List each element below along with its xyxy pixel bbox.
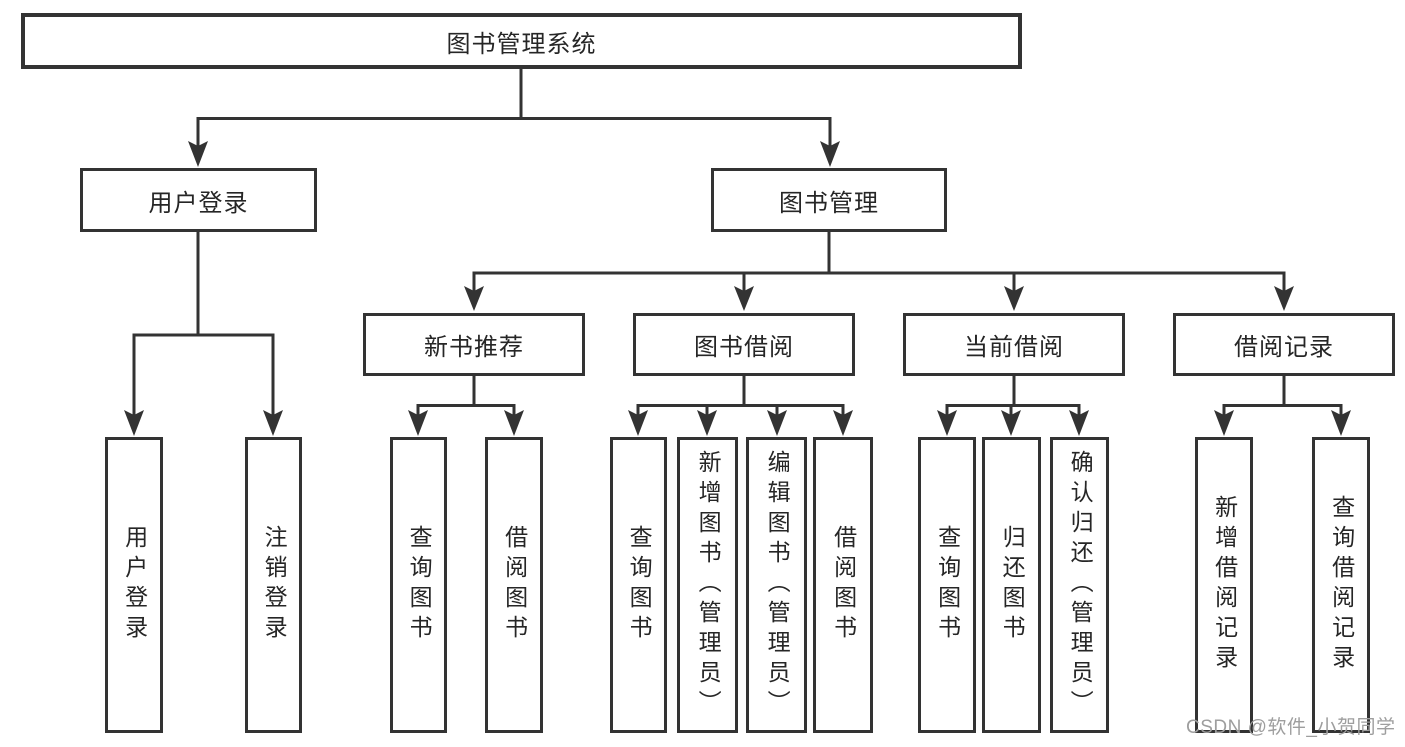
leaf-borrow-books-label: 借阅图书 [830,525,857,645]
leaf-confirm-return-admin: 确认归还（管理员） [1050,437,1109,733]
leaf-add-borrow-record: 新增借阅记录 [1195,437,1253,733]
node-book-borrow-label: 图书借阅 [694,334,794,361]
leaf-return-books-label: 归还图书 [999,525,1026,645]
node-current-borrow-label: 当前借阅 [964,334,1064,361]
leaf-add-book-admin: 新增图书（管理员） [677,437,738,733]
leaf-logout-label: 注销登录 [261,525,288,645]
leaf-add-borrow-record-label: 新增借阅记录 [1211,495,1238,675]
node-current-borrow: 当前借阅 [903,313,1125,376]
leaf-edit-book-admin-label: 编辑图书（管理员） [764,450,791,720]
leaf-query-borrow-record-label: 查询借阅记录 [1328,495,1355,675]
leaf-add-book-admin-label: 新增图书（管理员） [695,450,722,720]
leaf-query-borrow-record: 查询借阅记录 [1312,437,1370,733]
node-library-system: 图书管理系统 [21,13,1022,69]
node-book-management: 图书管理 [711,168,947,232]
leaf-current-query-books: 查询图书 [918,437,976,733]
leaf-borrow-query-books-label: 查询图书 [626,525,653,645]
csdn-watermark: CSDN @软件_小贺同学 [1186,717,1396,738]
leaf-borrow-query-books: 查询图书 [610,437,667,733]
node-user-login-label: 用户登录 [148,189,249,217]
leaf-edit-book-admin: 编辑图书（管理员） [746,437,807,733]
node-library-system-label: 图书管理系统 [446,30,597,58]
leaf-recommend-borrow-books: 借阅图书 [485,437,543,733]
leaf-recommend-query-books-label: 查询图书 [406,525,433,645]
leaf-confirm-return-admin-label: 确认归还（管理员） [1067,450,1094,720]
node-book-management-label: 图书管理 [779,189,879,217]
node-book-borrow: 图书借阅 [633,313,855,376]
leaf-logout: 注销登录 [245,437,302,733]
leaf-borrow-books: 借阅图书 [813,437,873,733]
node-new-book-recommend-label: 新书推荐 [424,334,524,361]
leaf-recommend-borrow-books-label: 借阅图书 [501,525,528,645]
leaf-return-books: 归还图书 [982,437,1041,733]
leaf-user-login: 用户登录 [105,437,163,733]
node-borrow-records-label: 借阅记录 [1234,334,1334,361]
node-user-login: 用户登录 [80,168,317,232]
node-new-book-recommend: 新书推荐 [363,313,585,376]
leaf-recommend-query-books: 查询图书 [390,437,447,733]
leaf-user-login-label: 用户登录 [121,525,148,645]
leaf-current-query-books-label: 查询图书 [934,525,961,645]
node-borrow-records: 借阅记录 [1173,313,1395,376]
